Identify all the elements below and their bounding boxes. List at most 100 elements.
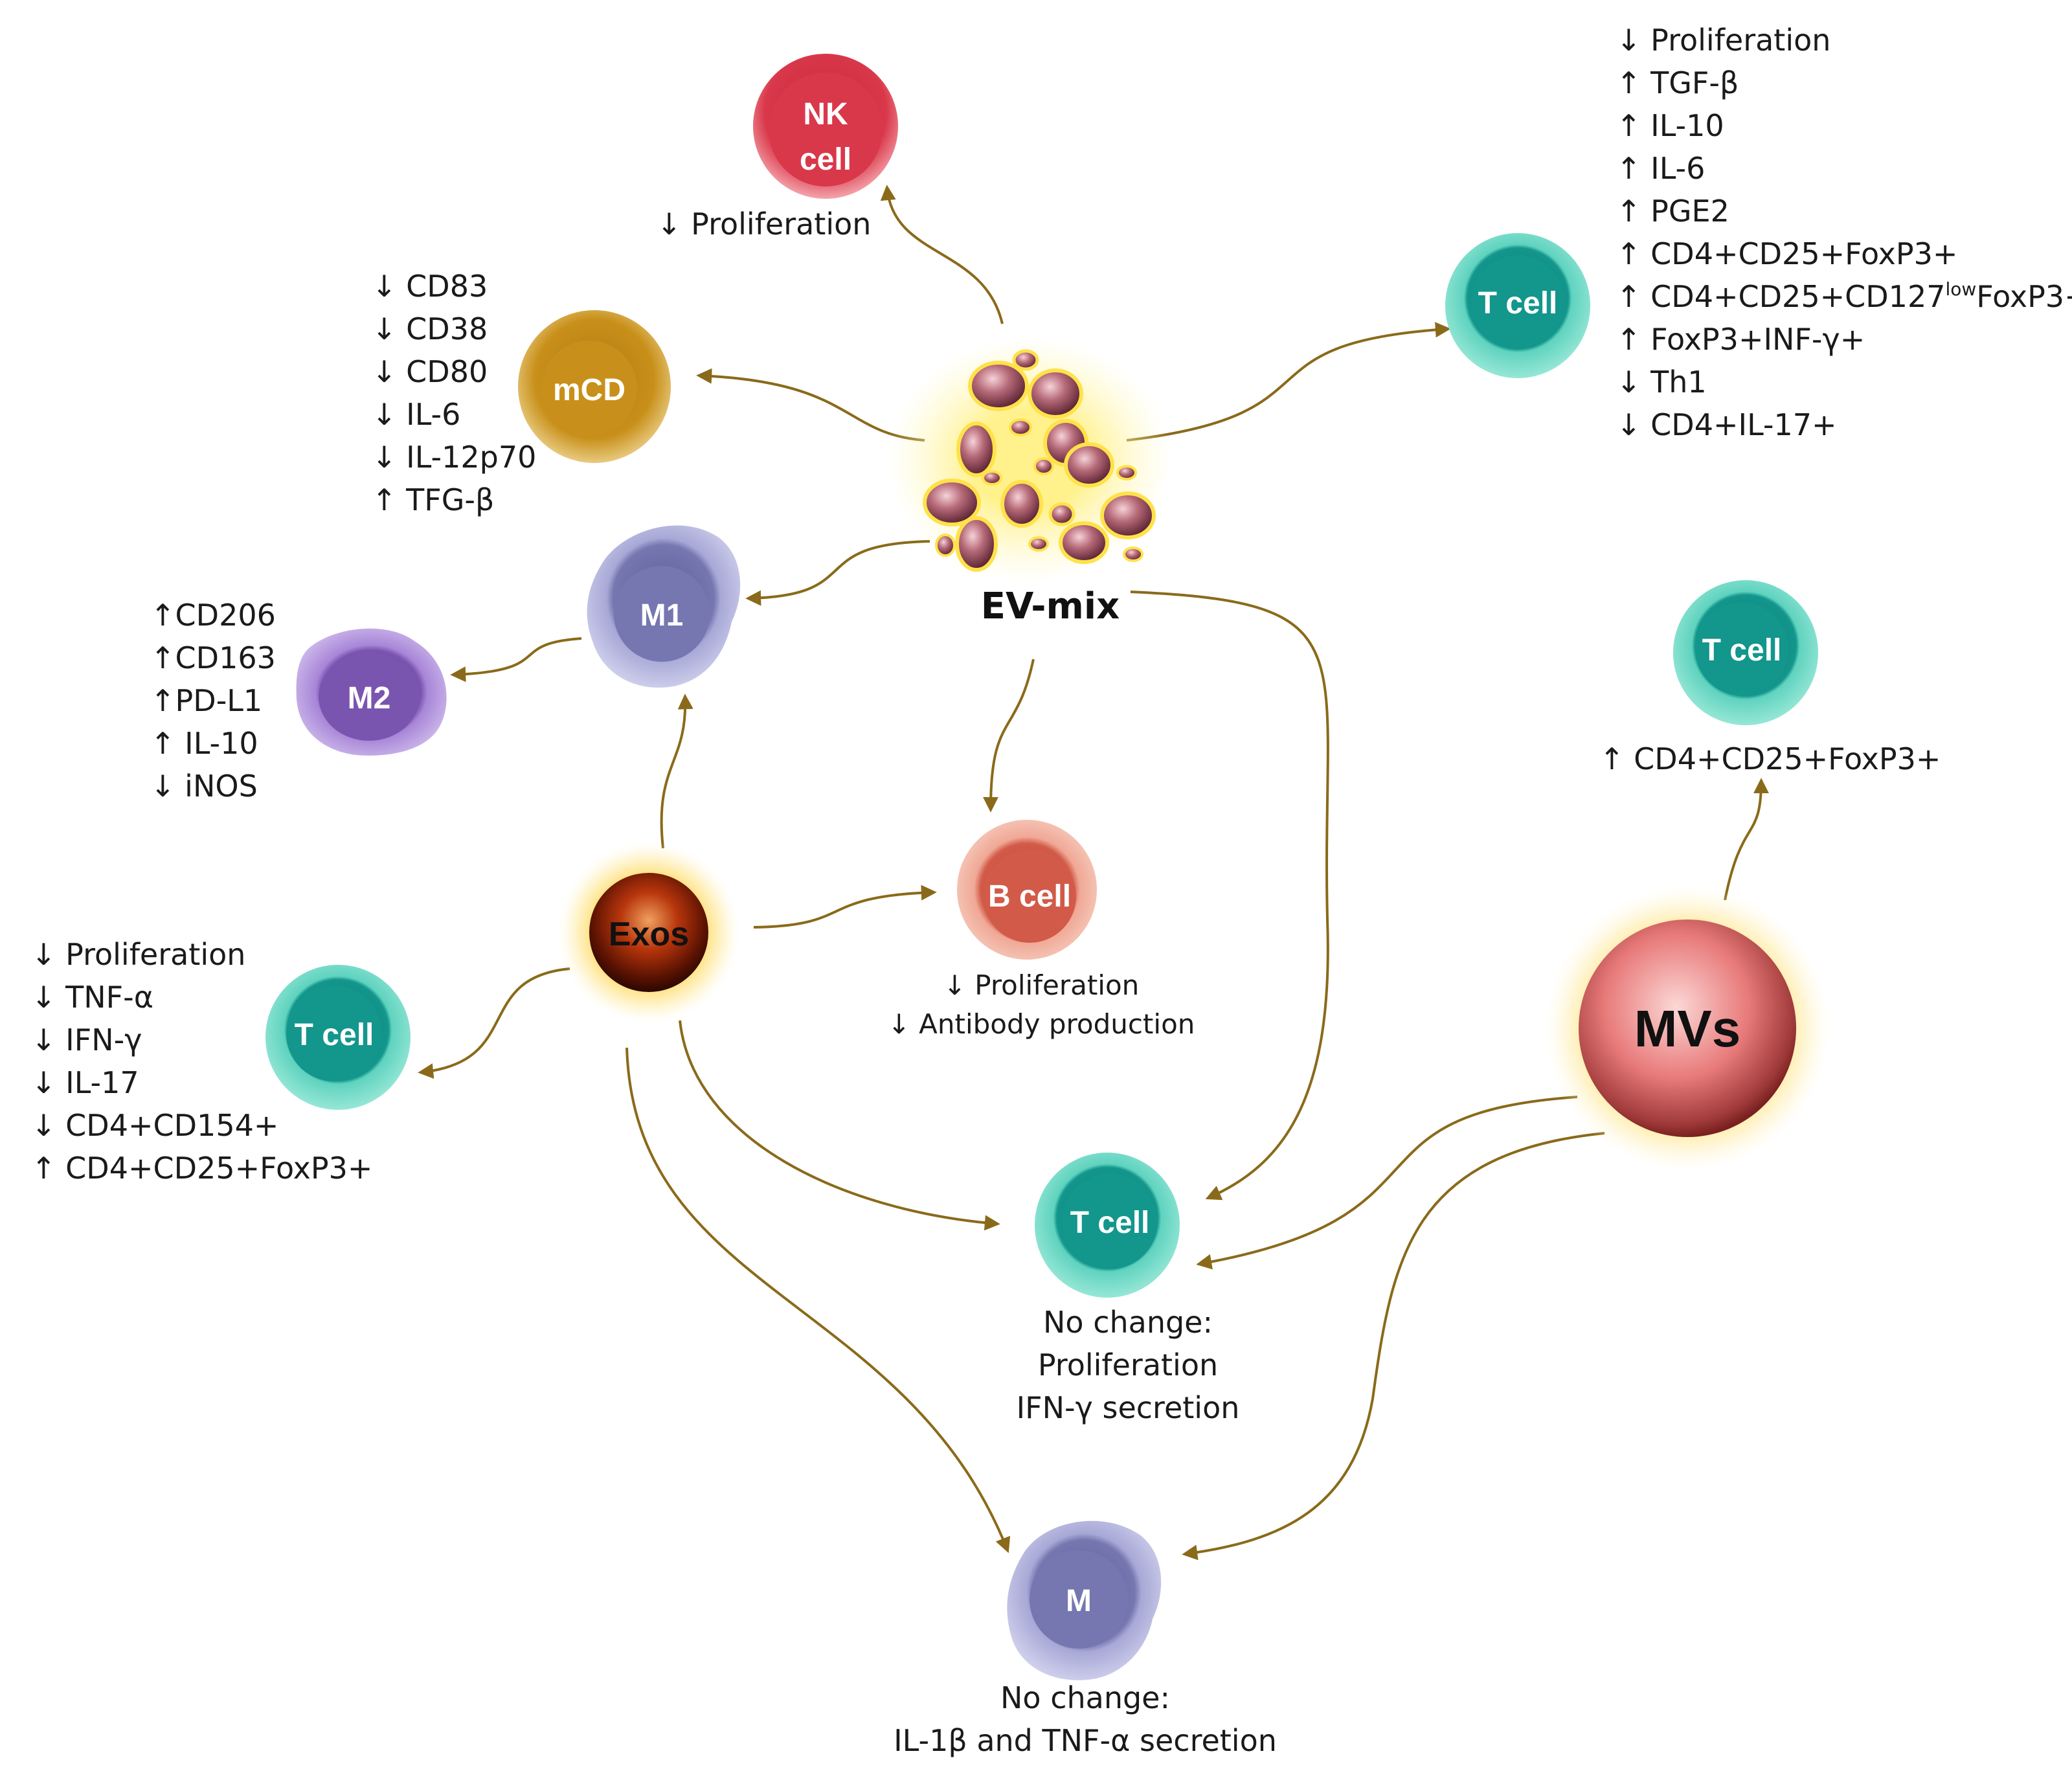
tcell-top-effect: ↑ TGF-β bbox=[1616, 65, 1739, 100]
tcell-left-effect: ↓ IL-17 bbox=[31, 1065, 139, 1100]
ev-vesicle bbox=[955, 516, 998, 572]
exos-sphere bbox=[589, 873, 708, 992]
arrow-exos-to-m1 bbox=[660, 694, 693, 849]
mcd-cell: mCD bbox=[518, 310, 671, 463]
ev-mix-cluster: EV-mix bbox=[887, 337, 1172, 627]
tcell-right-effect: ↑ CD4+CD25+FoxP3+ bbox=[1599, 741, 1941, 776]
arrow-ev-to-bcell bbox=[983, 659, 1035, 813]
ev-vesicle bbox=[1033, 457, 1054, 475]
tcell-center-label: T cell bbox=[1070, 1206, 1150, 1240]
tcell-top-effect: ↑ IL-6 bbox=[1616, 151, 1705, 186]
m2-macrophage: M2 bbox=[296, 628, 447, 756]
mvs-sphere bbox=[1579, 919, 1796, 1137]
tcell-top: T cell bbox=[1445, 233, 1590, 378]
tcell-left: T cell bbox=[265, 965, 411, 1110]
exos-node: Exos bbox=[558, 842, 739, 1023]
bcell-effect: ↓ Proliferation bbox=[943, 969, 1140, 1001]
arrow-ev-to-nk bbox=[880, 185, 1004, 324]
tcell-left-effect: ↓ IFN-γ bbox=[31, 1022, 142, 1057]
bcell-node: B cell bbox=[957, 820, 1097, 960]
arrow-ev-to-mcd bbox=[696, 368, 925, 442]
nk-cell-label-line2: cell bbox=[800, 142, 851, 177]
ev-vesicle bbox=[956, 422, 997, 477]
tcell-top-effect-cd127: ↑ CD4+CD25+CD127lowFoxP3+ bbox=[1616, 278, 2072, 314]
ev-vesicle bbox=[1000, 480, 1043, 528]
arrow-exos-to-m-bottom bbox=[625, 1047, 1011, 1553]
exos-label: Exos bbox=[609, 916, 689, 953]
ev-vesicle bbox=[1012, 349, 1039, 371]
arrow-mvs-to-tcell-center bbox=[1196, 1096, 1578, 1270]
arrow-exos-to-bcell bbox=[753, 885, 937, 929]
ev-vesicle bbox=[1116, 465, 1137, 480]
tcell-center-effect: No change: bbox=[1043, 1305, 1213, 1340]
m-bottom-effect: No change: bbox=[1000, 1680, 1170, 1715]
tcell-left-effect: ↓ Proliferation bbox=[31, 937, 245, 972]
m2-nucleus bbox=[319, 653, 420, 741]
mcd-effect: ↓ CD80 bbox=[372, 354, 488, 389]
arrow-m1-to-m2 bbox=[450, 637, 582, 682]
ev-vesicle bbox=[1028, 368, 1083, 419]
tcell-center-effect: Proliferation bbox=[1038, 1348, 1218, 1382]
mcd-effect: ↓ IL-12p70 bbox=[372, 440, 536, 475]
mcd-effect: ↑ TFG-β bbox=[372, 482, 494, 517]
cd127-suffix: FoxP3+ bbox=[1976, 279, 2072, 314]
ev-vesicle bbox=[1100, 491, 1156, 539]
mvs-label: MVs bbox=[1634, 1000, 1741, 1057]
arrow-mvs-to-tcell-right bbox=[1724, 778, 1769, 901]
cd127-superscript: low bbox=[1945, 278, 1976, 300]
tcell-top-effect: ↑ IL-10 bbox=[1616, 108, 1724, 143]
tcell-left-effect: ↑ CD4+CD25+FoxP3+ bbox=[31, 1151, 372, 1186]
tcell-center-effect: IFN-γ secretion bbox=[1017, 1390, 1240, 1425]
m-bottom-label: M bbox=[1066, 1584, 1092, 1618]
tcell-top-label: T cell bbox=[1478, 286, 1558, 321]
tcell-right: T cell bbox=[1673, 580, 1818, 725]
mcd-effects-list: ↓ CD83 ↓ CD38 ↓ CD80 ↓ IL-6 ↓ IL-12p70 ↑… bbox=[372, 269, 536, 517]
ev-vesicle bbox=[1123, 547, 1143, 562]
ev-vesicle bbox=[1028, 536, 1049, 552]
mcd-cell-nucleus bbox=[541, 341, 637, 436]
arrow-ev-to-m1 bbox=[745, 540, 930, 606]
bcell-effects-list: ↓ Proliferation ↓ Antibody production bbox=[888, 969, 1195, 1040]
mcd-effect: ↓ CD38 bbox=[372, 311, 488, 346]
m-bottom-effects-list: No change: IL-1β and TNF-α secretion bbox=[894, 1680, 1277, 1758]
m2-effect: ↑PD-L1 bbox=[150, 683, 262, 718]
bcell-label: B cell bbox=[988, 879, 1071, 914]
mcd-cell-label: mCD bbox=[553, 373, 625, 407]
connector-arrows bbox=[418, 185, 1769, 1561]
mvs-node: MVs bbox=[1545, 886, 1830, 1171]
ev-vesicle bbox=[935, 534, 956, 557]
m1-macrophage: M1 bbox=[587, 525, 741, 688]
ev-vesicle bbox=[1059, 521, 1109, 564]
tcell-center-nucleus bbox=[1062, 1173, 1158, 1269]
tcell-center: T cell bbox=[1035, 1153, 1180, 1298]
mcd-effect: ↓ IL-6 bbox=[372, 397, 460, 432]
mcd-effect: ↓ CD83 bbox=[372, 269, 488, 304]
nk-cell-nucleus bbox=[769, 73, 883, 186]
tcell-left-label: T cell bbox=[295, 1018, 374, 1052]
nk-cell-label-line1: NK bbox=[803, 97, 848, 131]
m2-effect: ↑CD206 bbox=[150, 598, 276, 633]
tcell-center-effects-list: No change: Proliferation IFN-γ secretion bbox=[1017, 1305, 1240, 1425]
m2-effect: ↑CD163 bbox=[150, 640, 276, 675]
m-bottom-effect: IL-1β and TNF-α secretion bbox=[894, 1723, 1277, 1758]
tcell-left-effect: ↓ TNF-α bbox=[31, 980, 153, 1015]
ev-vesicle bbox=[1064, 442, 1114, 488]
m-bottom-macrophage: M bbox=[1007, 1520, 1162, 1680]
tcell-top-nucleus bbox=[1471, 255, 1564, 348]
bcell-effect: ↓ Antibody production bbox=[888, 1008, 1195, 1040]
ev-vesicle bbox=[982, 470, 1002, 486]
ev-vesicle bbox=[968, 361, 1029, 411]
arrow-exos-to-tcell-center bbox=[679, 1020, 1000, 1231]
nk-cell: NK cell bbox=[753, 54, 898, 199]
cd127-prefix: ↑ CD4+CD25+CD127 bbox=[1616, 279, 1945, 314]
tcell-left-nucleus bbox=[286, 986, 382, 1081]
m2-effect: ↑ IL-10 bbox=[150, 726, 258, 761]
nk-effect-proliferation: ↓ Proliferation bbox=[657, 207, 871, 242]
arrow-ev-to-tcell-center bbox=[1130, 591, 1329, 1201]
tcell-top-effect: ↓ CD4+IL-17+ bbox=[1616, 407, 1837, 442]
tcell-right-label: T cell bbox=[1702, 633, 1782, 668]
arrow-mvs-to-m-bottom bbox=[1182, 1132, 1605, 1561]
ev-vesicle bbox=[923, 479, 981, 526]
tcell-left-effects-list: ↓ Proliferation ↓ TNF-α ↓ IFN-γ ↓ IL-17 … bbox=[31, 937, 372, 1186]
